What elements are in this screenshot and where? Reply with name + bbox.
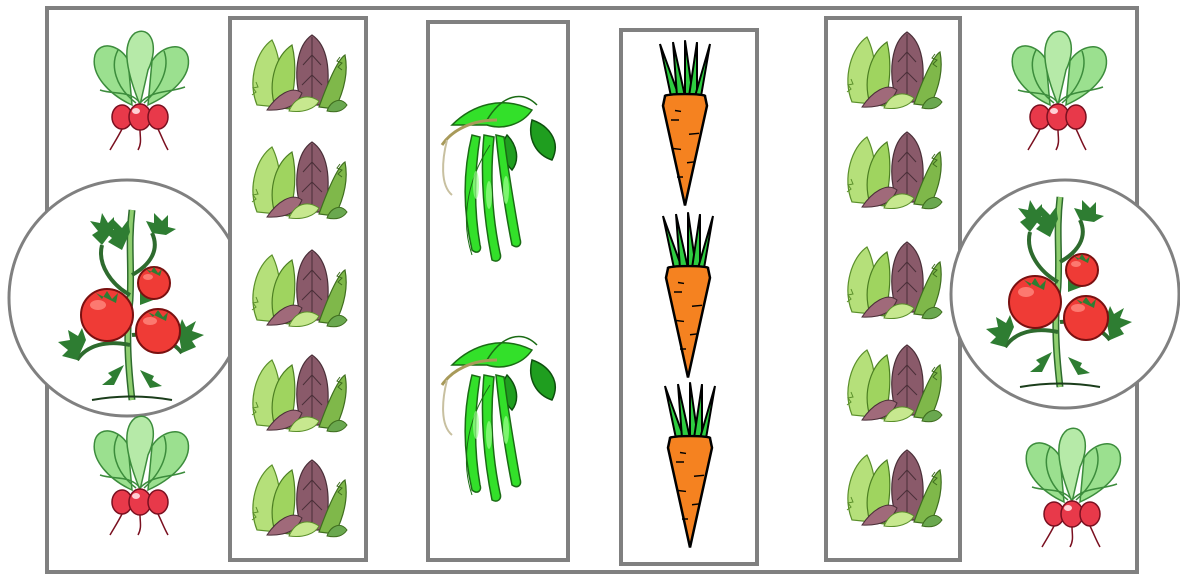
radish-icon — [1026, 428, 1120, 547]
bed-lettuce-left — [230, 18, 366, 560]
tomato-circle — [951, 180, 1179, 408]
bed-lettuce-right — [826, 18, 960, 560]
radish-icon — [94, 416, 188, 535]
bed-carrots — [621, 30, 757, 564]
radish-icon — [94, 31, 188, 150]
bed-beans — [428, 22, 568, 560]
left-column — [9, 31, 245, 535]
right-column — [951, 31, 1179, 547]
radish-icon — [1012, 31, 1106, 150]
